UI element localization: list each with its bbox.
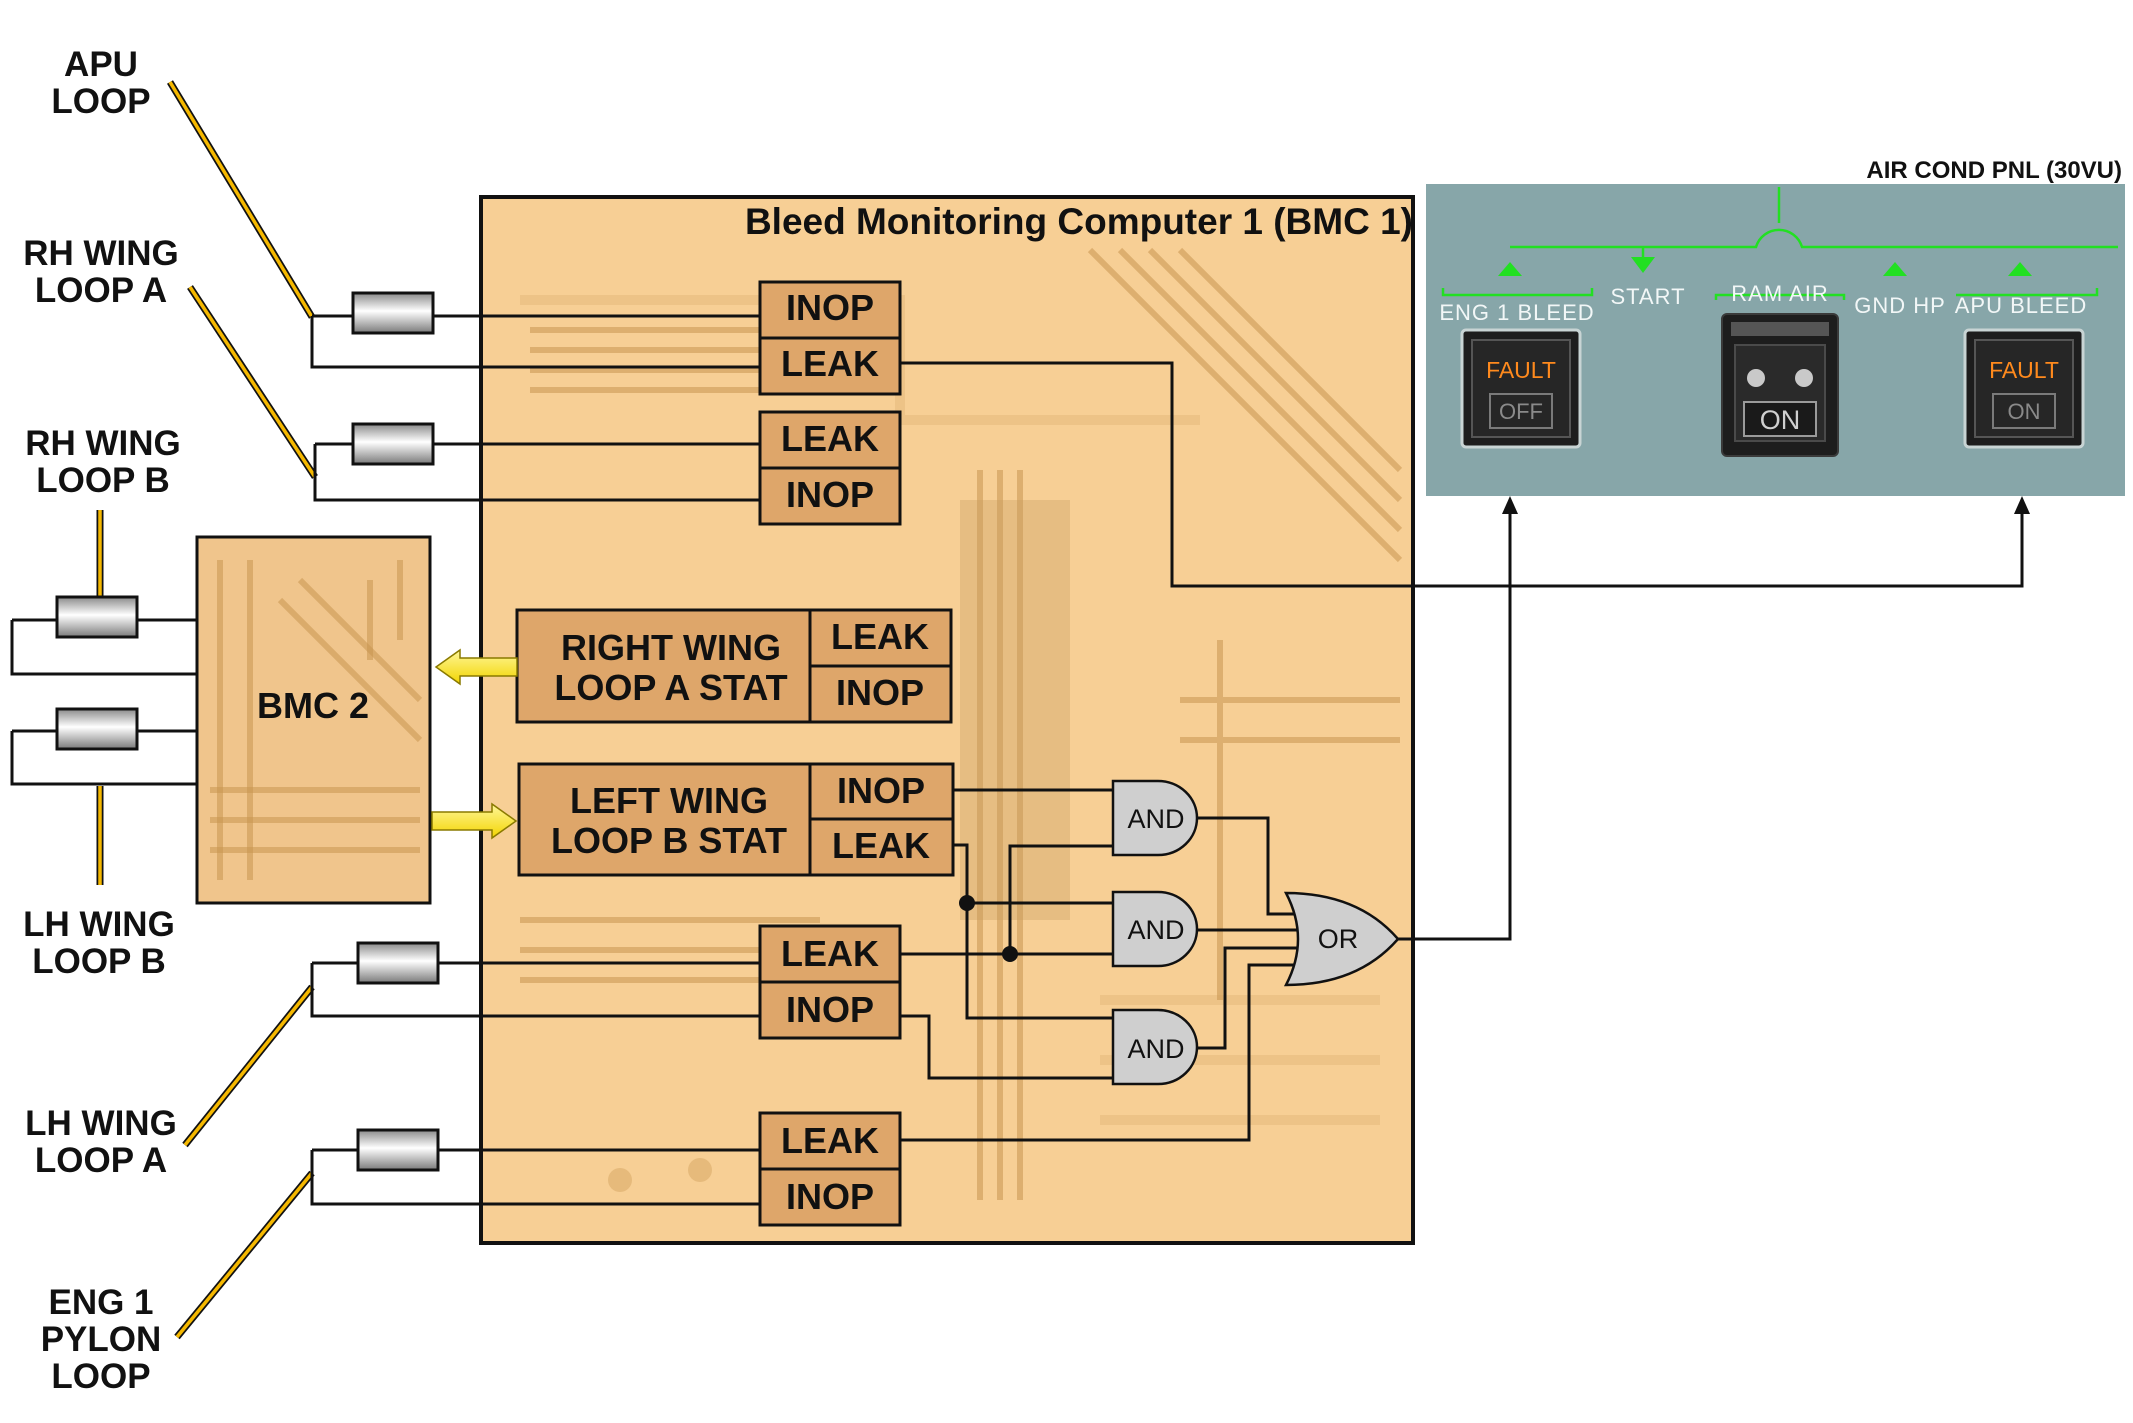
left-wing-stat-line1: LEFT WING xyxy=(570,780,768,821)
loop-cables xyxy=(96,80,318,1340)
panel-title: AIR COND PNL (30VU) xyxy=(1866,157,2122,184)
rh-wing-loop-b-sensor xyxy=(55,595,139,639)
lh-wing-loop-b-sensor xyxy=(55,707,139,751)
eng1-bleed-label: ENG 1 BLEED xyxy=(1439,300,1594,325)
bmc1-pylon-box: LEAK INOP xyxy=(758,1111,902,1227)
rh-wing-loop-a-sensor xyxy=(351,422,435,466)
apu-fault-light: FAULT xyxy=(1989,357,2059,383)
ram-air-screw-icon xyxy=(1747,369,1765,387)
eng1-pylon-loop-label-1: ENG 1 xyxy=(48,1283,153,1322)
right-wing-stat-leak-label: LEAK xyxy=(831,616,929,657)
and-gate-2: AND xyxy=(1111,890,1199,968)
panel-flow-lines xyxy=(1441,187,2118,300)
right-wing-stat-line1: RIGHT WING xyxy=(561,627,781,668)
apu-loop-label-1: APU xyxy=(64,45,138,84)
svg-text:AND: AND xyxy=(1127,1034,1184,1064)
bmc1-title: Bleed Monitoring Computer 1 (BMC 1) xyxy=(745,201,1413,242)
lh-wing-loop-b-label-1: LH WING xyxy=(23,905,175,944)
lh-wing-loop-a-label-2: LOOP A xyxy=(35,1141,167,1180)
svg-text:AND: AND xyxy=(1127,915,1184,945)
and-gate-1: AND xyxy=(1111,779,1199,857)
eng1-pylon-loop-label-2: PYLON xyxy=(41,1320,162,1359)
bmc-transfer-arrows xyxy=(431,648,518,840)
rh-wing-loop-a-label-2: LOOP A xyxy=(35,271,167,310)
left-wing-loop-b-stat-box: LEFT WING LOOP B STAT INOP LEAK xyxy=(517,762,955,877)
lh-wing-loop-b-label-2: LOOP B xyxy=(32,942,166,981)
loop-labels: APU LOOP RH WING LOOP A RH WING LOOP B L… xyxy=(23,45,181,1396)
ram-air-switch[interactable]: ON xyxy=(1721,313,1839,457)
eng1-pylon-loop-label-3: LOOP xyxy=(51,1357,150,1396)
bmc1-board: Bleed Monitoring Computer 1 (BMC 1) xyxy=(479,195,1415,1245)
start-flow-arrow-icon xyxy=(1631,257,1655,273)
apu-bleed-label: APU BLEED xyxy=(1955,293,2088,318)
svg-text:OR: OR xyxy=(1318,924,1359,954)
rh-wing-loop-a-label-1: RH WING xyxy=(23,234,179,273)
ram-air-screw-icon xyxy=(1795,369,1813,387)
arrow-to-bmc2 xyxy=(434,648,518,686)
bmc1-circuit-texture xyxy=(520,247,1403,1200)
pylon-leak-label: LEAK xyxy=(781,1120,879,1161)
bmc1-rh-wing-box: LEAK INOP xyxy=(758,410,902,526)
loop-sensors xyxy=(55,291,440,1172)
ram-air-on-light: ON xyxy=(1760,405,1801,435)
pylon-inop-label: INOP xyxy=(786,1176,874,1217)
bmc1-apu-box: INOP LEAK xyxy=(758,280,902,396)
apu-loop-label-2: LOOP xyxy=(51,82,150,121)
lh-wing-inop-label: INOP xyxy=(786,989,874,1030)
eng1-fault-light: FAULT xyxy=(1486,357,1556,383)
apu-on-light: ON xyxy=(2008,399,2041,424)
lh-wing-loop-a-sensor xyxy=(356,941,440,985)
left-wing-stat-inop-label: INOP xyxy=(837,770,925,811)
lh-wing-leak-label: LEAK xyxy=(781,933,879,974)
bmc2-board: BMC 2 xyxy=(195,535,432,905)
apu-leak-label: LEAK xyxy=(781,343,879,384)
air-cond-panel: AIR COND PNL (30VU) ENG 1 BLEED START RA… xyxy=(1426,157,2125,496)
logic-wiring xyxy=(900,361,2024,1142)
left-wing-stat-line2: LOOP B STAT xyxy=(551,820,787,861)
or-gate: OR xyxy=(1283,891,1400,987)
right-wing-stat-line2: LOOP A STAT xyxy=(554,667,787,708)
rh-wing-loop-b-label-1: RH WING xyxy=(25,424,181,463)
apu-bleed-flow-arrow-icon xyxy=(2008,262,2032,276)
apu-inop-label: INOP xyxy=(786,287,874,328)
apu-bleed-pushbutton[interactable]: FAULT ON xyxy=(1963,328,2085,449)
panel-arrows xyxy=(1502,496,2030,520)
svg-text:AND: AND xyxy=(1127,804,1184,834)
rh-wing-leak-label: LEAK xyxy=(781,418,879,459)
lh-wing-loop-a-label-1: LH WING xyxy=(25,1104,177,1143)
and-gate-3: AND xyxy=(1111,1008,1199,1086)
arrow-from-bmc2 xyxy=(431,802,518,840)
eng1-pylon-loop-sensor xyxy=(356,1128,440,1172)
rh-wing-inop-label: INOP xyxy=(786,474,874,515)
ram-air-label: RAM AIR xyxy=(1731,281,1828,306)
logic-gates: AND AND AND OR xyxy=(1111,779,1400,1086)
apu-loop-sensor xyxy=(351,291,435,335)
left-wing-stat-leak-label: LEAK xyxy=(832,825,930,866)
bmc2-title: BMC 2 xyxy=(257,685,369,726)
bmc2-circuit-texture xyxy=(210,560,423,880)
right-wing-loop-a-stat-box: RIGHT WING LOOP A STAT LEAK INOP xyxy=(515,608,953,724)
eng1-off-light: OFF xyxy=(1499,399,1543,424)
gnd-hp-label: GND HP xyxy=(1854,293,1946,318)
gnd-hp-flow-arrow-icon xyxy=(1883,262,1907,276)
bmc1-lh-wing-box: LEAK INOP xyxy=(758,924,902,1040)
eng1-bleed-flow-arrow-icon xyxy=(1498,262,1522,276)
right-wing-stat-inop-label: INOP xyxy=(836,672,924,713)
rh-wing-loop-b-label-2: LOOP B xyxy=(36,461,170,500)
start-label: START xyxy=(1610,284,1685,309)
eng1-bleed-pushbutton[interactable]: FAULT OFF xyxy=(1460,328,1582,449)
